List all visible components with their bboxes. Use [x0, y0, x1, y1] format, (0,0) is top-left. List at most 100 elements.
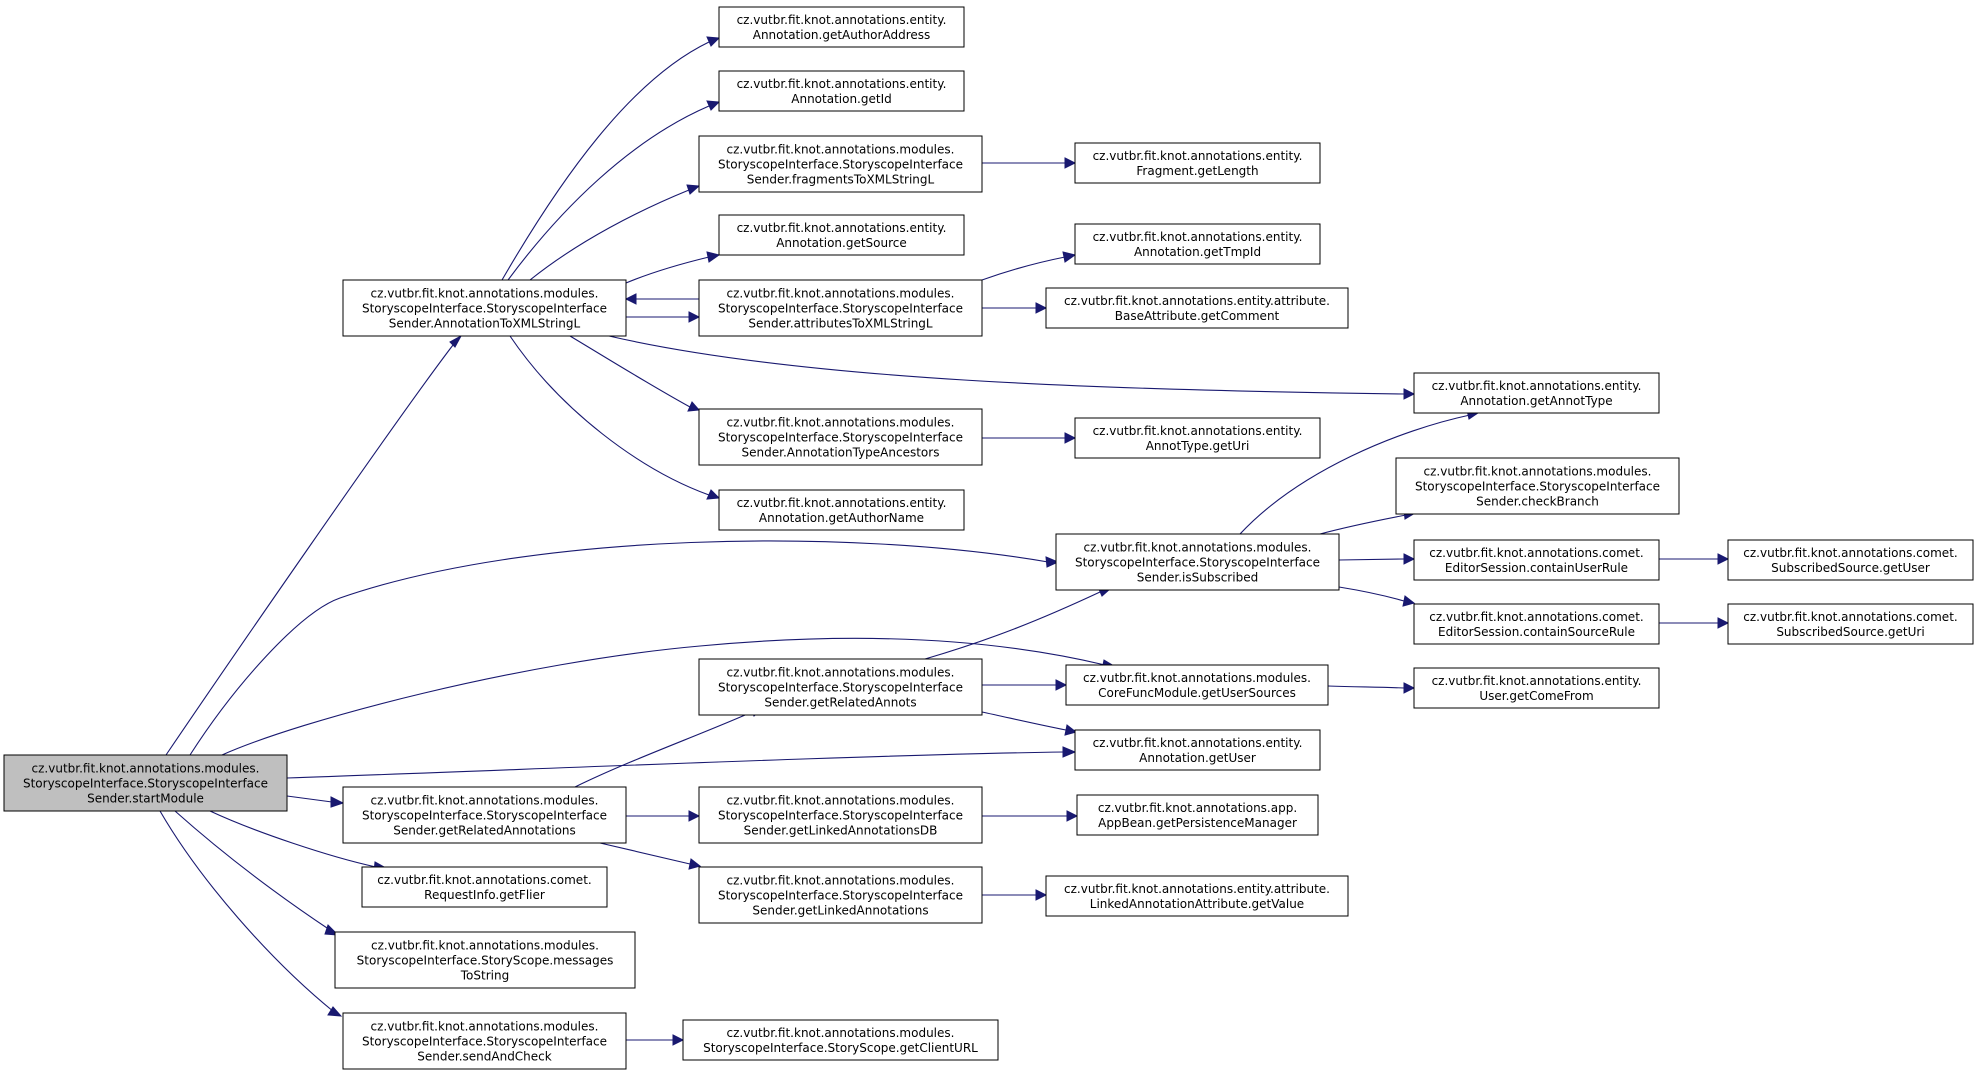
node-box[interactable]: [682, 1019, 999, 1061]
arrowhead-icon: [1717, 617, 1730, 629]
node-label-line: EditorSession.containSourceRule: [1438, 625, 1635, 639]
node-box[interactable]: [718, 214, 965, 256]
node-box[interactable]: [1045, 875, 1349, 917]
node-label-line: Annotation.getSource: [776, 236, 907, 250]
node-AnnotationTypeAncestors[interactable]: cz.vutbr.fit.knot.annotations.modules.St…: [698, 408, 983, 466]
node-SubscribedSourceGetUri[interactable]: cz.vutbr.fit.knot.annotations.comet.Subs…: [1727, 603, 1974, 645]
node-box[interactable]: [1727, 603, 1974, 645]
node-box[interactable]: [361, 866, 608, 908]
node-box[interactable]: [1413, 667, 1660, 709]
node-getAnnotType[interactable]: cz.vutbr.fit.knot.annotations.entity.Ann…: [1413, 372, 1660, 414]
node-getClientURL[interactable]: cz.vutbr.fit.knot.annotations.modules.St…: [682, 1019, 999, 1061]
arrowhead-icon: [1045, 556, 1060, 568]
node-label-line: cz.vutbr.fit.knot.annotations.modules.: [727, 794, 955, 808]
node-containSourceRule[interactable]: cz.vutbr.fit.knot.annotations.comet.Edit…: [1413, 603, 1660, 645]
node-attributesToXMLStringL[interactable]: cz.vutbr.fit.knot.annotations.modules.St…: [698, 279, 983, 337]
node-fragmentsToXMLStringL[interactable]: cz.vutbr.fit.knot.annotations.modules.St…: [698, 135, 983, 193]
node-containUserRule[interactable]: cz.vutbr.fit.knot.annotations.comet.Edit…: [1413, 539, 1660, 581]
node-label-line: Sender.fragmentsToXMLStringL: [747, 173, 935, 187]
node-box[interactable]: [718, 489, 965, 531]
node-box[interactable]: [698, 866, 983, 924]
node-getComeFrom[interactable]: cz.vutbr.fit.knot.annotations.entity.Use…: [1413, 667, 1660, 709]
node-sendAndCheck[interactable]: cz.vutbr.fit.knot.annotations.modules.St…: [342, 1012, 627, 1070]
node-label-line: Sender.getRelatedAnnots: [764, 696, 916, 710]
node-getLinkedAnnotations[interactable]: cz.vutbr.fit.knot.annotations.modules.St…: [698, 866, 983, 924]
node-AnnotationToXMLStringL[interactable]: cz.vutbr.fit.knot.annotations.modules.St…: [342, 279, 627, 337]
node-checkBranch[interactable]: cz.vutbr.fit.knot.annotations.modules.St…: [1395, 457, 1680, 515]
node-AnnotationGetUser[interactable]: cz.vutbr.fit.knot.annotations.entity.Ann…: [1074, 729, 1321, 771]
node-getPersistenceManager[interactable]: cz.vutbr.fit.knot.annotations.app.AppBea…: [1076, 794, 1319, 836]
node-label-line: Annotation.getId: [791, 92, 891, 106]
edge-getRelatedAnnotations-to-getRelatedAnnots: [574, 706, 764, 788]
node-label-line: StoryscopeInterface.StoryscopeInterface: [23, 777, 268, 791]
node-label-line: cz.vutbr.fit.knot.annotations.entity.: [1093, 424, 1303, 438]
node-label-line: cz.vutbr.fit.knot.annotations.comet.: [377, 873, 591, 887]
arrowhead-icon: [1035, 302, 1048, 314]
node-isSubscribed[interactable]: cz.vutbr.fit.knot.annotations.modules.St…: [1055, 533, 1340, 591]
node-box[interactable]: [1074, 729, 1321, 771]
node-label-line: Annotation.getTmpId: [1134, 245, 1261, 259]
node-getUserSources[interactable]: cz.vutbr.fit.knot.annotations.modules.Co…: [1065, 664, 1329, 706]
node-getAuthorName[interactable]: cz.vutbr.fit.knot.annotations.entity.Ann…: [718, 489, 965, 531]
node-box[interactable]: [1074, 417, 1321, 459]
node-box[interactable]: [342, 279, 627, 337]
node-getSource[interactable]: cz.vutbr.fit.knot.annotations.entity.Ann…: [718, 214, 965, 256]
node-box[interactable]: [1055, 533, 1340, 591]
node-box[interactable]: [698, 786, 983, 844]
node-getValue[interactable]: cz.vutbr.fit.knot.annotations.entity.att…: [1045, 875, 1349, 917]
node-box[interactable]: [1413, 603, 1660, 645]
node-box[interactable]: [1413, 372, 1660, 414]
node-label-line: Sender.startModule: [87, 792, 204, 806]
node-getLinkedAnnotationsDB[interactable]: cz.vutbr.fit.knot.annotations.modules.St…: [698, 786, 983, 844]
node-label-line: cz.vutbr.fit.knot.annotations.modules.: [371, 287, 599, 301]
node-label-line: Fragment.getLength: [1136, 164, 1258, 178]
node-box[interactable]: [1065, 664, 1329, 706]
edge-line: [1319, 514, 1407, 535]
node-getTmpId[interactable]: cz.vutbr.fit.knot.annotations.entity.Ann…: [1074, 223, 1321, 265]
node-label-line: BaseAttribute.getComment: [1115, 309, 1280, 323]
node-box[interactable]: [1074, 223, 1321, 265]
edge-line: [286, 751, 1065, 779]
node-box[interactable]: [1076, 794, 1319, 836]
node-getRelatedAnnotations[interactable]: cz.vutbr.fit.knot.annotations.modules.St…: [342, 786, 627, 844]
node-label-line: CoreFuncModule.getUserSources: [1098, 686, 1296, 700]
node-box[interactable]: [698, 408, 983, 466]
node-box[interactable]: [342, 1012, 627, 1070]
node-label-line: cz.vutbr.fit.knot.annotations.modules.: [727, 416, 955, 430]
node-label-line: cz.vutbr.fit.knot.annotations.entity.: [1093, 736, 1303, 750]
node-getLength[interactable]: cz.vutbr.fit.knot.annotations.entity.Fra…: [1074, 142, 1321, 184]
node-box[interactable]: [698, 658, 983, 716]
node-getId[interactable]: cz.vutbr.fit.knot.annotations.entity.Ann…: [718, 70, 965, 112]
node-startModule[interactable]: cz.vutbr.fit.knot.annotations.modules.St…: [3, 754, 288, 812]
edge-getRelatedAnnots-to-isSubscribed: [924, 586, 1112, 660]
node-label-line: cz.vutbr.fit.knot.annotations.modules.: [727, 143, 955, 157]
edge-line: [165, 344, 454, 756]
node-box[interactable]: [698, 135, 983, 193]
node-label-line: Annotation.getAuthorAddress: [753, 28, 931, 42]
node-box[interactable]: [1045, 287, 1349, 329]
node-box[interactable]: [342, 786, 627, 844]
node-label-line: cz.vutbr.fit.knot.annotations.entity.: [1093, 149, 1303, 163]
node-box[interactable]: [1395, 457, 1680, 515]
node-box[interactable]: [1727, 539, 1974, 581]
node-box[interactable]: [698, 279, 983, 337]
node-box[interactable]: [3, 754, 288, 812]
node-label-line: cz.vutbr.fit.knot.annotations.entity.att…: [1064, 294, 1330, 308]
node-getRelatedAnnots[interactable]: cz.vutbr.fit.knot.annotations.modules.St…: [698, 658, 983, 716]
edge-fragmentsToXMLStringL-to-getLength: [982, 157, 1077, 169]
node-box[interactable]: [718, 70, 965, 112]
node-box[interactable]: [1413, 539, 1660, 581]
arrowhead-icon: [688, 858, 702, 870]
node-label-line: StoryscopeInterface.StoryscopeInterface: [362, 302, 607, 316]
node-getAuthorAddress[interactable]: cz.vutbr.fit.knot.annotations.entity.Ann…: [718, 6, 965, 48]
node-label-line: cz.vutbr.fit.knot.annotations.modules.: [727, 287, 955, 301]
node-getComment[interactable]: cz.vutbr.fit.knot.annotations.entity.att…: [1045, 287, 1349, 329]
node-box[interactable]: [334, 931, 636, 989]
node-SubscribedSourceGetUser[interactable]: cz.vutbr.fit.knot.annotations.comet.Subs…: [1727, 539, 1974, 581]
node-messagesToString[interactable]: cz.vutbr.fit.knot.annotations.modules.St…: [334, 931, 636, 989]
node-getFlier[interactable]: cz.vutbr.fit.knot.annotations.comet.Requ…: [361, 866, 608, 908]
node-label-line: StoryscopeInterface.StoryScope.messages: [357, 954, 614, 968]
node-box[interactable]: [718, 6, 965, 48]
node-box[interactable]: [1074, 142, 1321, 184]
node-AnnotTypeGetUri[interactable]: cz.vutbr.fit.knot.annotations.entity.Ann…: [1074, 417, 1321, 459]
